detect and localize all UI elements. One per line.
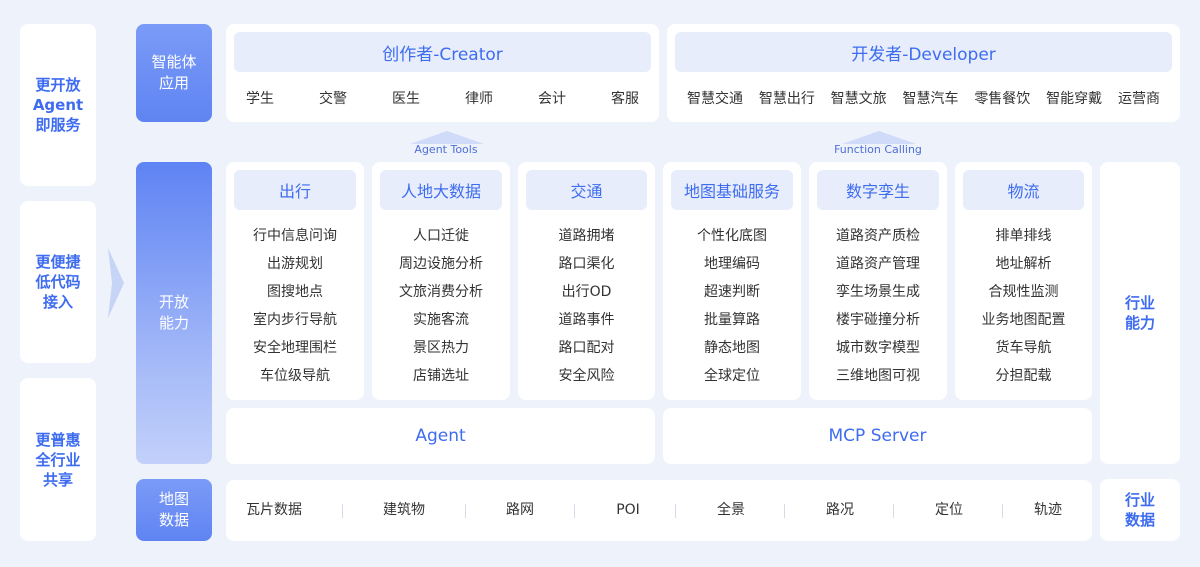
industry-data: 行业 数据 [1100, 479, 1180, 541]
map-data-item: 轨迹 [1034, 502, 1062, 518]
list-item: 实施客流 [413, 312, 469, 328]
list-item: 道路事件 [558, 312, 615, 328]
map-data-item: 瓦片数据 [246, 502, 302, 518]
list-item: 道路资产质检 [836, 228, 920, 244]
list-item: 室内步行导航 [253, 312, 337, 328]
divider [1002, 504, 1003, 518]
agent-tools-label: Agent Tools [414, 143, 478, 156]
list-item: 人口迁徙 [413, 228, 469, 244]
map-data-item: 全景 [717, 502, 745, 518]
list-item: 个性化底图 [697, 228, 767, 244]
connector-up-icon [842, 129, 916, 144]
column-title: 交通 [526, 170, 647, 210]
capability-column-traffic: 交通 道路拥堵 路口渠化 出行OD 道路事件 路口配对 安全风险 [518, 162, 655, 400]
list-item: 货车导航 [995, 340, 1052, 356]
map-data-item: 路网 [506, 502, 534, 518]
role-item: 学生 [246, 91, 274, 107]
mcp-server-block: MCP Server [663, 408, 1092, 464]
chevron-right-icon [106, 248, 126, 318]
role-item: 会计 [538, 91, 566, 107]
list-item: 楼宇碰撞分析 [836, 312, 920, 328]
list-item: 合规性监测 [988, 284, 1059, 300]
divider [893, 504, 894, 518]
list-item: 周边设施分析 [399, 256, 483, 272]
role-item: 运营商 [1117, 91, 1160, 107]
map-data-item: 建筑物 [383, 502, 425, 518]
list-item: 批量算路 [704, 312, 760, 328]
list-item: 城市数字模型 [836, 340, 920, 356]
list-item: 安全风险 [558, 368, 615, 384]
list-item: 孪生场景生成 [836, 284, 920, 300]
capability-column-travel: 出行 行中信息问询 出游规划 图搜地点 室内步行导航 安全地理围栏 车位级导航 [226, 162, 364, 400]
list-item: 超速判断 [704, 284, 760, 300]
benefit-low-code: 更便捷 低代码 接入 [20, 201, 96, 363]
capability-column-population-data: 人地大数据 人口迁徙 周边设施分析 文旅消费分析 实施客流 景区热力 店铺选址 [372, 162, 510, 400]
role-item: 交警 [319, 91, 347, 107]
role-item: 智慧汽车 [902, 91, 959, 107]
role-item: 医生 [392, 91, 420, 107]
list-item: 路口渠化 [558, 256, 615, 272]
column-title: 出行 [234, 170, 356, 210]
creator-panel: 创作者-Creator 学生 交警 医生 律师 会计 客服 [226, 24, 659, 122]
role-item: 客服 [611, 91, 639, 107]
layer-agent-app: 智能体 应用 [136, 24, 212, 122]
developer-panel: 开发者-Developer 智慧交通 智慧出行 智慧文旅 智慧汽车 零售餐饮 智… [667, 24, 1180, 122]
list-item: 出游规划 [267, 256, 323, 272]
benefit-open-agent: 更开放 Agent 即服务 [20, 24, 96, 186]
map-data-item: 定位 [935, 502, 963, 518]
map-data-item: POI [616, 502, 640, 518]
capability-column-logistics: 物流 排单排线 地址解析 合规性监测 业务地图配置 货车导航 分担配载 [955, 162, 1092, 400]
list-item: 文旅消费分析 [399, 284, 483, 300]
map-data-item: 路况 [826, 502, 854, 518]
role-item: 智慧交通 [687, 91, 743, 107]
role-item: 零售餐饮 [974, 91, 1031, 107]
divider [574, 504, 575, 518]
list-item: 分担配载 [995, 368, 1052, 384]
list-item: 地址解析 [995, 256, 1052, 272]
layer-open-capability: 开放 能力 [136, 162, 212, 464]
connector-up-icon [410, 129, 484, 144]
divider [342, 504, 343, 518]
capability-column-digital-twin: 数字孪生 道路资产质检 道路资产管理 孪生场景生成 楼宇碰撞分析 城市数字模型 … [809, 162, 947, 400]
layer-map-data: 地图 数据 [136, 479, 212, 541]
divider [784, 504, 785, 518]
list-item: 业务地图配置 [981, 312, 1066, 328]
column-title: 物流 [963, 170, 1084, 210]
list-item: 出行OD [561, 284, 612, 300]
role-item: 智能穿戴 [1046, 91, 1103, 107]
divider [465, 504, 466, 518]
creator-title: 创作者-Creator [234, 32, 651, 72]
divider [675, 504, 676, 518]
benefit-industry-share: 更普惠 全行业 共享 [20, 378, 96, 541]
function-calling-label: Function Calling [834, 143, 922, 156]
column-title: 地图基础服务 [671, 170, 793, 210]
list-item: 道路资产管理 [836, 256, 920, 272]
list-item: 路口配对 [558, 340, 615, 356]
map-data-row: 瓦片数据 建筑物 路网 POI 全景 路况 定位 轨迹 [226, 480, 1092, 541]
list-item: 全球定位 [704, 368, 760, 384]
creator-roles: 学生 交警 医生 律师 会计 客服 [246, 88, 639, 108]
list-item: 行中信息问询 [253, 228, 337, 244]
column-title: 数字孪生 [817, 170, 939, 210]
list-item: 安全地理围栏 [253, 340, 337, 356]
column-title: 人地大数据 [380, 170, 502, 210]
role-item: 律师 [465, 91, 493, 107]
list-item: 景区热力 [413, 340, 469, 356]
list-item: 静态地图 [704, 340, 760, 356]
role-item: 智慧出行 [758, 91, 815, 107]
role-item: 智慧文旅 [830, 91, 887, 107]
list-item: 三维地图可视 [836, 368, 920, 384]
list-item: 道路拥堵 [558, 228, 615, 244]
developer-title: 开发者-Developer [675, 32, 1172, 72]
list-item: 店铺选址 [413, 368, 469, 384]
list-item: 地理编码 [704, 256, 760, 272]
list-item: 图搜地点 [267, 284, 323, 300]
agent-block: Agent [226, 408, 655, 464]
capability-column-map-basics: 地图基础服务 个性化底图 地理编码 超速判断 批量算路 静态地图 全球定位 [663, 162, 801, 400]
developer-roles: 智慧交通 智慧出行 智慧文旅 智慧汽车 零售餐饮 智能穿戴 运营商 [687, 88, 1160, 108]
list-item: 车位级导航 [260, 368, 330, 384]
list-item: 排单排线 [995, 228, 1052, 244]
industry-capability: 行业 能力 [1100, 162, 1180, 464]
